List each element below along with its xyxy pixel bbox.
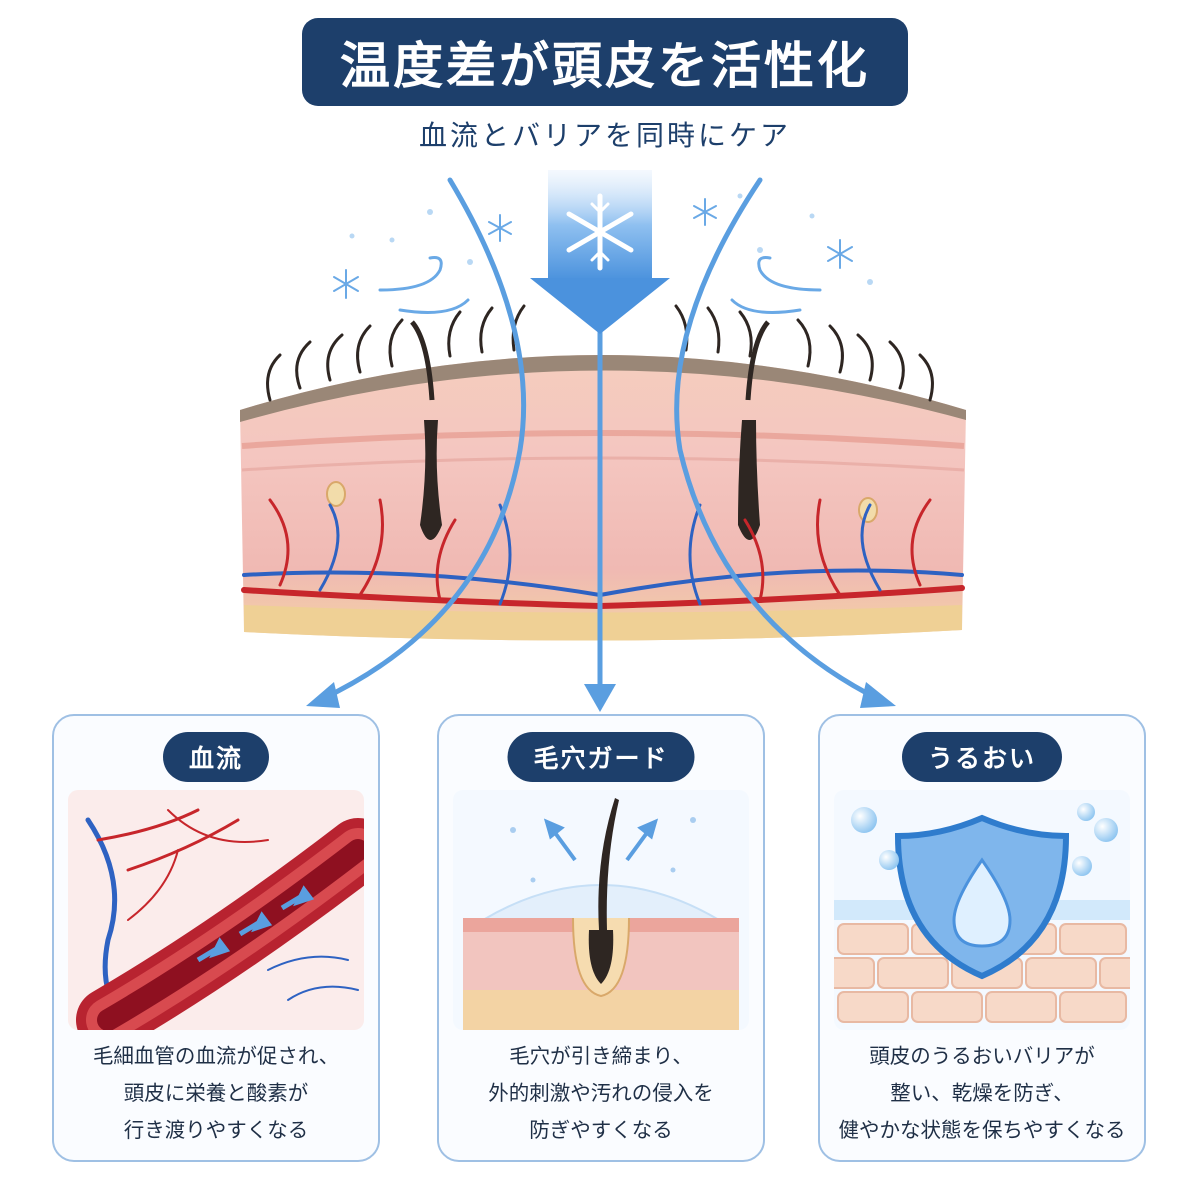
description-line: 整い、乾燥を防ぎ、 [890, 1081, 1074, 1105]
benefit-card-pore-guard: 毛穴ガード 毛穴が引き締まり、 外的刺激や汚れの侵入を 防ぎやすくなる [437, 714, 765, 1162]
surface-hairs [266, 304, 934, 402]
cool-air-flows [317, 177, 883, 703]
description-line: 外的刺激や汚れの侵入を [488, 1081, 714, 1105]
snowflake-icon [566, 193, 634, 271]
description-line: 防ぎやすくなる [529, 1118, 673, 1142]
flow-arrow-icons [196, 885, 315, 963]
benefit-card-moisture: うるおい 頭皮のうるおいバリアが 整い、乾燥を防ぎ、 健やかな状態を保ちやすくな… [818, 714, 1146, 1162]
page-title: 温度差が頭皮を活性化 [340, 37, 870, 95]
card-description: 頭皮のうるおいバリアが 整い、乾燥を防ぎ、 健やかな状態を保ちやすくなる [826, 1038, 1138, 1149]
card-description: 毛細血管の血流が促され、 頭皮に栄養と酸素が 行き渡りやすくなる [60, 1038, 372, 1149]
benefit-card-blood-flow: 血流 毛細血管の血流が促され、 頭皮に栄養と酸素が 行き渡りやすくなる [52, 714, 380, 1162]
description-line: 頭皮のうるおいバリアが [869, 1044, 1095, 1068]
description-line: 頭皮に栄養と酸素が [123, 1081, 309, 1105]
card-label: うるおい [901, 732, 1063, 782]
description-line: 健やかな状態を保ちやすくなる [838, 1118, 1126, 1142]
hair-follicle-right [738, 320, 878, 540]
page-subtitle: 血流とバリアを同時にケア [418, 119, 791, 152]
snow-dots [349, 193, 873, 285]
description-line: 行き渡りやすくなる [123, 1118, 309, 1142]
blood-vessel-illustration [68, 790, 364, 1030]
flow-arrowheads [306, 682, 896, 712]
description-line: 毛細血管の血流が促され、 [92, 1044, 340, 1068]
wind-swirl-icons [378, 256, 822, 314]
small-snowflake-icons [333, 198, 853, 299]
shield-droplet-illustration [834, 790, 1130, 1030]
hair-follicle-left [326, 320, 442, 540]
card-description: 毛穴が引き締まり、 外的刺激や汚れの侵入を 防ぎやすくなる [445, 1038, 757, 1149]
skin-block [240, 355, 966, 641]
hair-follicle-illustration [453, 790, 749, 1030]
card-label: 毛穴ガード [507, 732, 695, 782]
title-banner: 温度差が頭皮を活性化 [302, 18, 908, 106]
water-bubble-icons [851, 803, 1118, 876]
description-line: 毛穴が引き締まり、 [509, 1044, 693, 1068]
card-label: 血流 [162, 732, 270, 782]
repel-arrow-icons [543, 818, 659, 862]
